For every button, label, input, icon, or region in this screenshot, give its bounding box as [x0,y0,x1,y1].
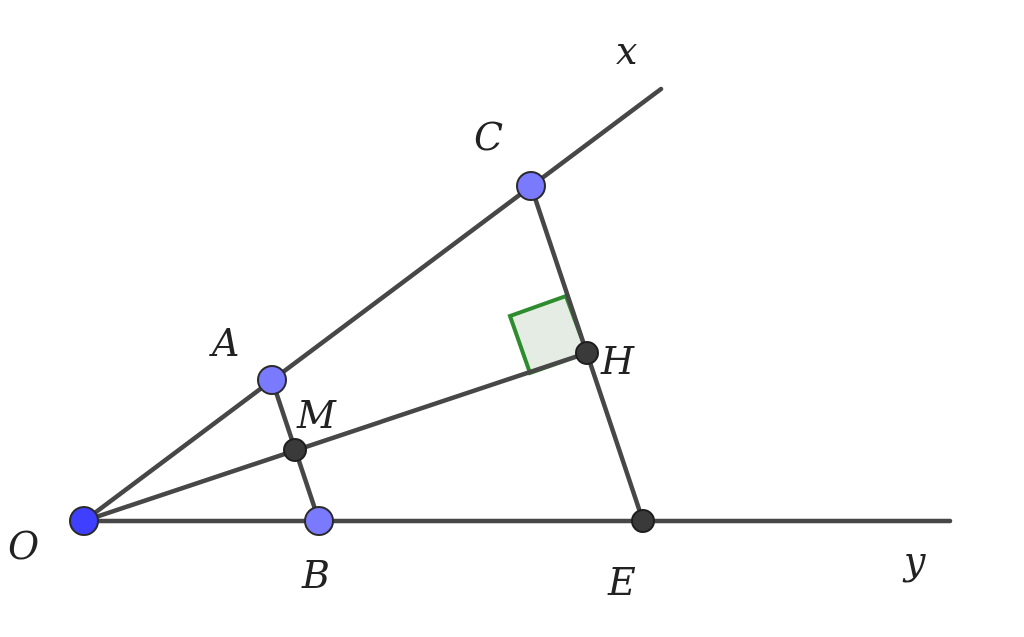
label-y: y [902,539,926,583]
point-m[interactable] [283,438,307,462]
point-c[interactable] [516,171,546,201]
point-h[interactable] [575,341,599,365]
label-h: H [600,339,635,383]
right-angle-marker-h [507,293,590,376]
label-c: C [474,115,503,159]
label-m: M [296,393,337,437]
point-e[interactable] [631,509,655,533]
label-x: x [616,29,637,73]
label-e: E [607,560,636,604]
point-o[interactable] [69,506,99,536]
ray-ox [81,86,664,524]
segment-oh [81,350,590,524]
label-b: B [301,553,330,597]
point-b[interactable] [304,506,334,536]
point-a[interactable] [257,365,287,395]
label-a: A [209,321,239,365]
label-o: O [8,524,39,568]
